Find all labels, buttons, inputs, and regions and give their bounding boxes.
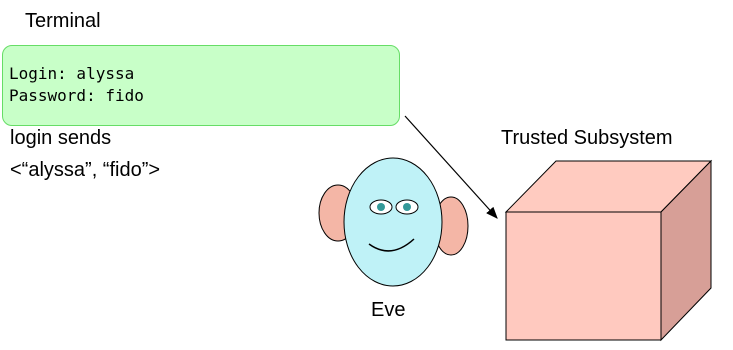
eve-label: Eve — [371, 299, 406, 321]
login-prompt-line: Login: alyssa — [9, 64, 135, 83]
trusted-subsystem-cube — [504, 159, 713, 342]
message-arrow — [404, 115, 498, 219]
eve-figure — [318, 157, 469, 287]
left-pupil — [377, 203, 385, 211]
message-caption: login sends — [10, 127, 112, 149]
terminal-title: Terminal — [25, 10, 101, 32]
right-pupil — [403, 203, 411, 211]
trusted-subsystem-label: Trusted Subsystem — [501, 127, 673, 149]
cube-front-face — [505, 211, 662, 341]
terminal-window: Login: alyssa Password: fido — [2, 45, 400, 126]
password-prompt-line: Password: fido — [9, 86, 144, 105]
eve-head — [343, 157, 443, 287]
eve-smile — [368, 238, 415, 252]
message-tuple: <“alyssa”, “fido”> — [10, 159, 161, 181]
